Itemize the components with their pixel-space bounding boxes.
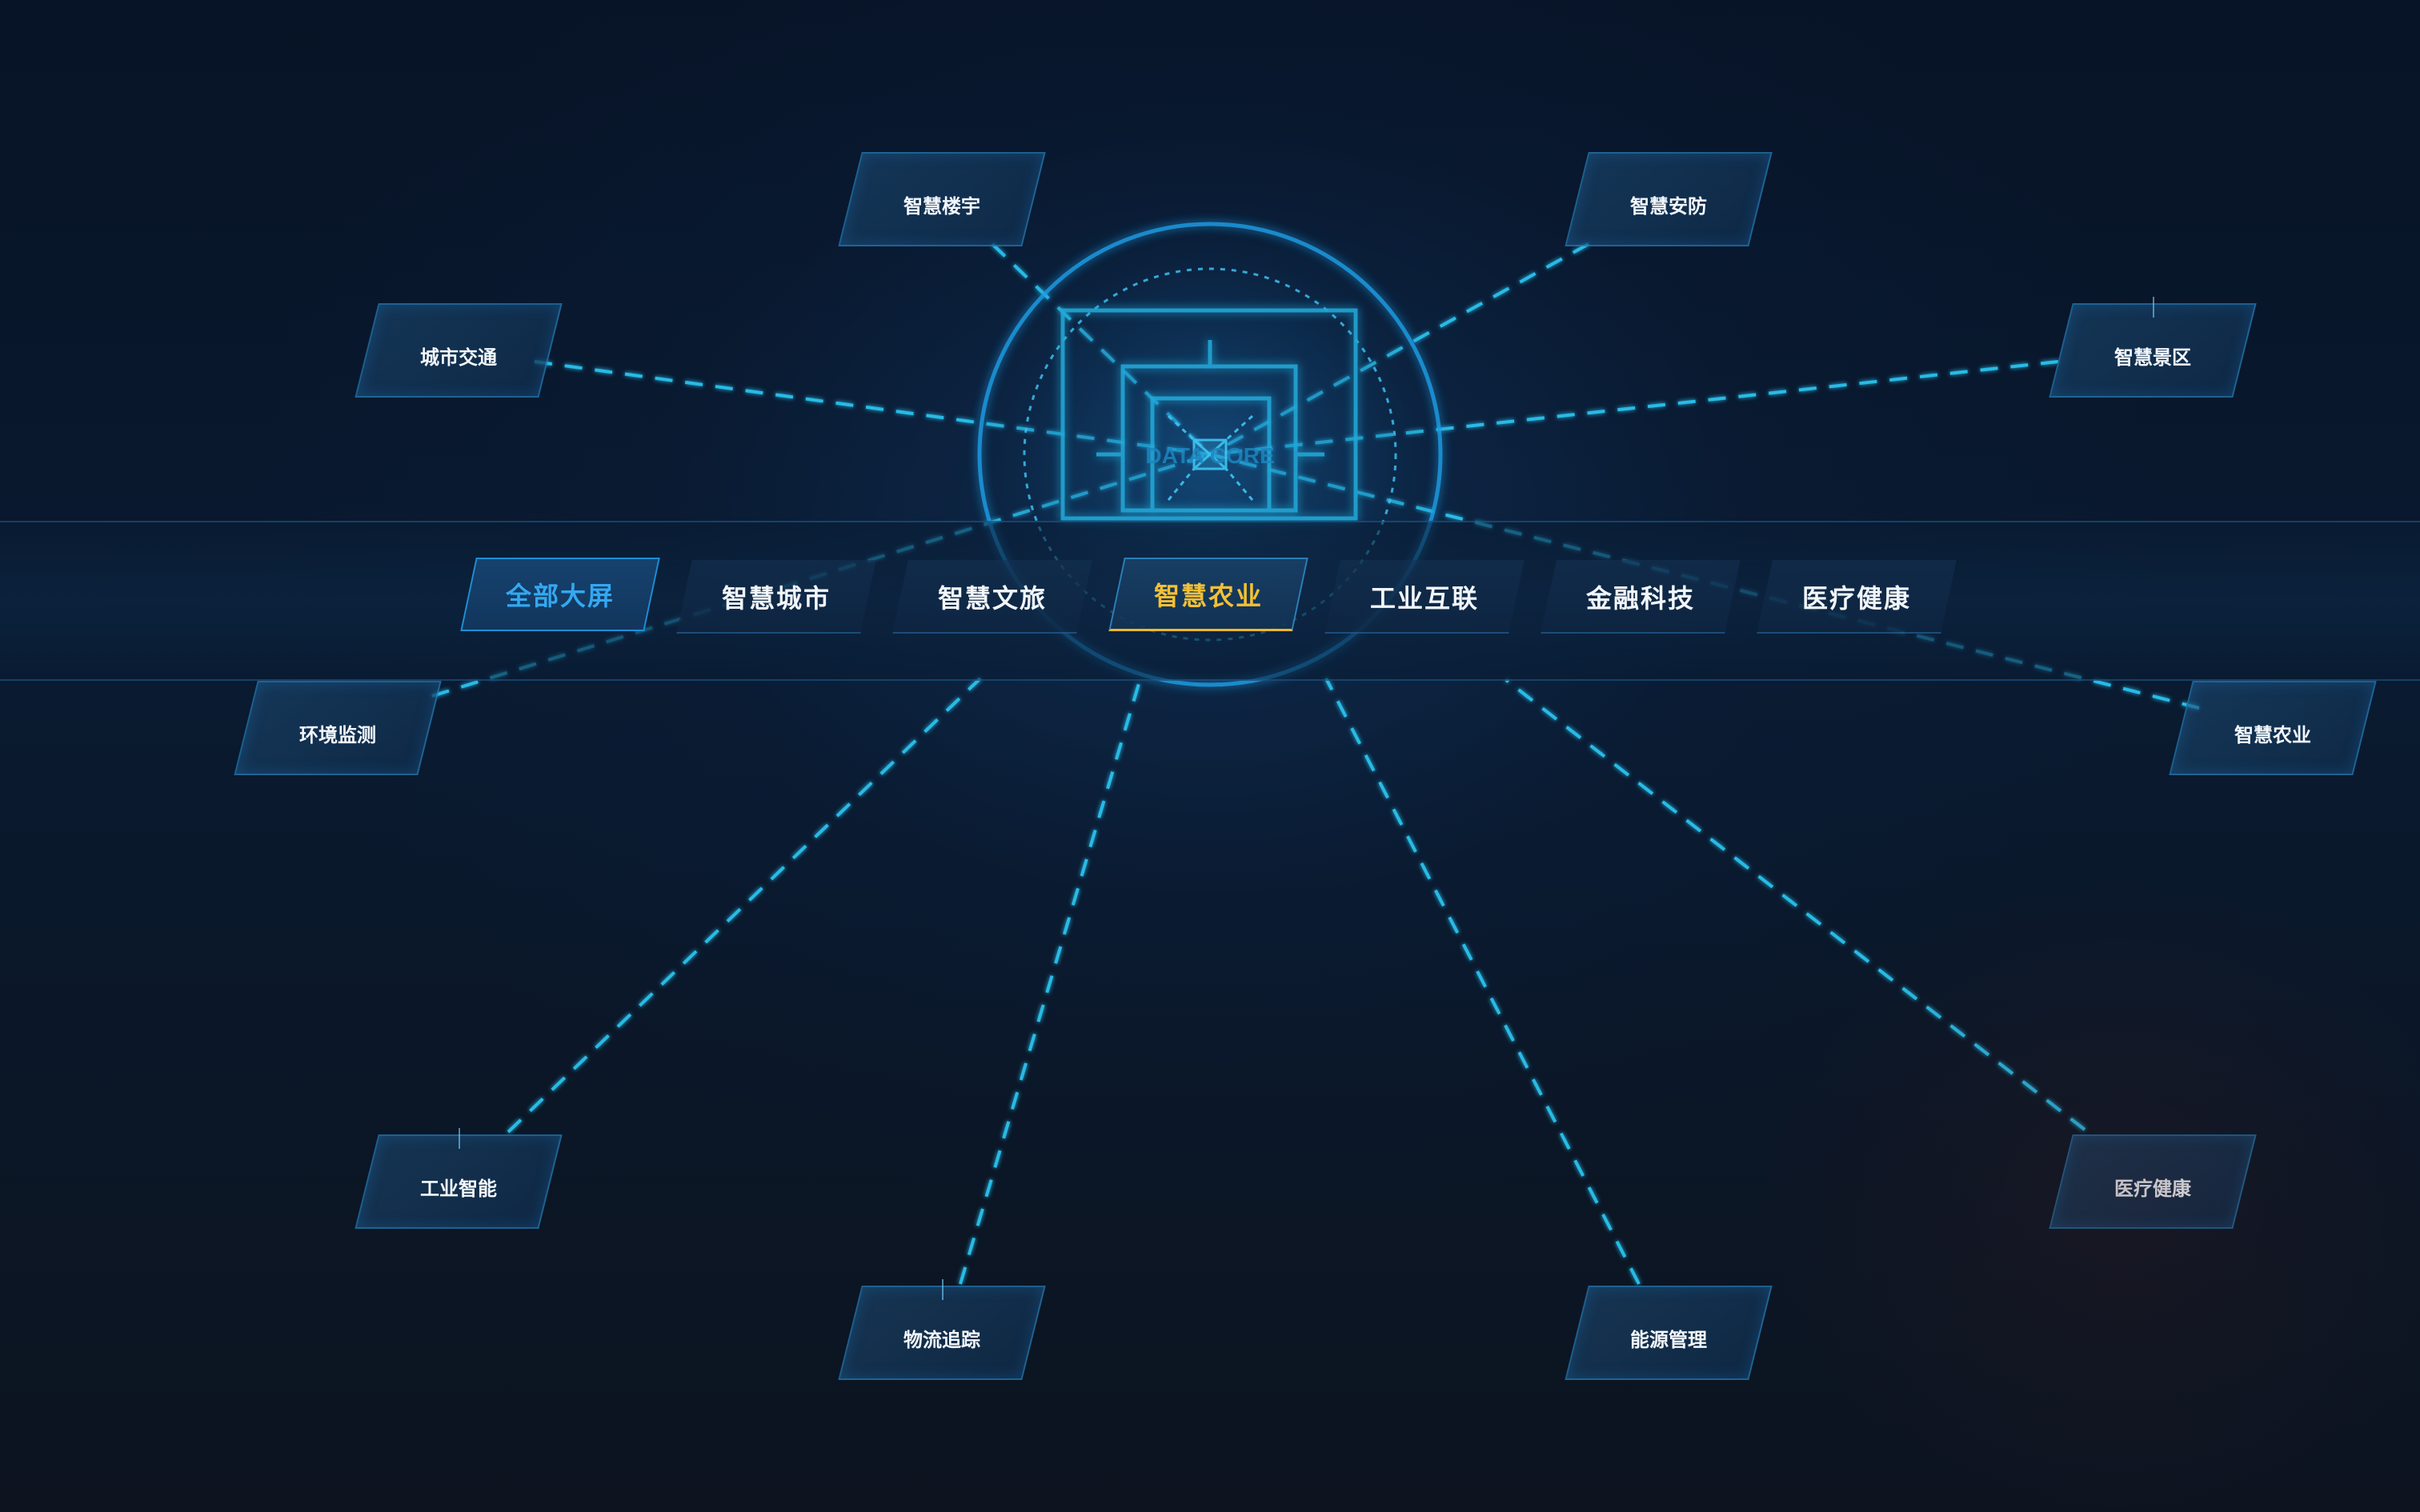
node-urban-traffic[interactable]: 城市交通 xyxy=(355,303,563,398)
tab-smart-tourism[interactable]: 智慧文旅 xyxy=(892,560,1092,634)
tab-label: 智慧农业 xyxy=(1153,581,1263,611)
line-logistics xyxy=(959,678,1142,1285)
node-label: 智慧景区 xyxy=(2114,346,2191,369)
node-smart-security[interactable]: 智慧安防 xyxy=(1565,152,1773,246)
node-label: 环境监测 xyxy=(299,723,376,746)
tab-smart-city[interactable]: 智慧城市 xyxy=(676,560,876,634)
node-smart-agriculture[interactable]: 智慧农业 xyxy=(2169,681,2377,775)
data-core-icon xyxy=(1167,414,1254,501)
node-environment-monitoring[interactable]: 环境监测 xyxy=(234,681,442,775)
core-outer-ring xyxy=(977,222,1443,687)
tab-label: 工业互联 xyxy=(1369,583,1479,614)
tab-label: 智慧文旅 xyxy=(937,583,1047,614)
node-label: 能源管理 xyxy=(1630,1328,1707,1351)
tab-label: 医疗健康 xyxy=(1801,583,1911,614)
node-label: 智慧安防 xyxy=(1630,194,1707,218)
tab-healthcare[interactable]: 医疗健康 xyxy=(1757,560,1957,634)
tab-fintech[interactable]: 金融科技 xyxy=(1541,560,1741,634)
tab-all[interactable]: 全部大屏 xyxy=(460,558,660,631)
node-energy-management[interactable]: 能源管理 xyxy=(1565,1286,1773,1380)
node-smart-building[interactable]: 智慧楼宇 xyxy=(838,152,1046,246)
tab-smart-agriculture[interactable]: 智慧农业 xyxy=(1108,558,1308,631)
node-label: 城市交通 xyxy=(420,346,497,369)
tab-industrial-internet[interactable]: 工业互联 xyxy=(1324,560,1525,634)
tab-label: 智慧城市 xyxy=(721,583,831,614)
node-label: 智慧楼宇 xyxy=(903,194,980,218)
node-smart-scenic[interactable]: 智慧景区 xyxy=(2049,297,2257,398)
line-medical xyxy=(1504,678,2086,1131)
line-traffic xyxy=(534,360,1211,456)
line-energy xyxy=(1324,678,1641,1285)
node-logistics-tracking[interactable]: 物流追踪 xyxy=(838,1279,1046,1380)
node-label: 物流追踪 xyxy=(903,1328,980,1351)
node-label: 工业智能 xyxy=(420,1177,497,1200)
node-label: 医疗健康 xyxy=(2114,1177,2191,1200)
node-industrial-ai[interactable]: 工业智能 xyxy=(355,1128,563,1229)
node-healthcare[interactable]: 医疗健康 xyxy=(2049,1134,2257,1229)
tab-label: 金融科技 xyxy=(1585,583,1695,614)
core-label: DATA CORE xyxy=(1145,443,1274,468)
tab-label: 全部大屏 xyxy=(505,581,615,611)
node-label: 智慧农业 xyxy=(2234,723,2311,746)
